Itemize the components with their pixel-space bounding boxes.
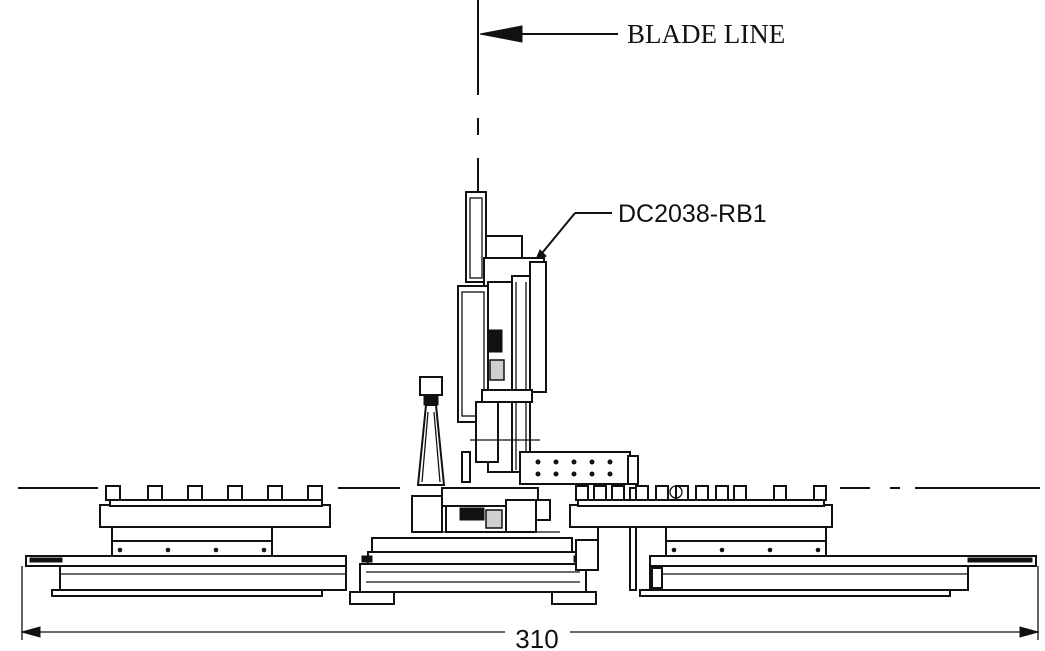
guard-plate <box>629 487 637 591</box>
vertical-column-assembly <box>457 191 547 473</box>
center-base-carriage <box>349 528 599 605</box>
left-table-clamps <box>105 485 323 501</box>
part-number-label: DC2038-RB1 <box>618 200 767 228</box>
overall-dimension <box>20 566 1040 640</box>
blade-line-label: BLADE LINE <box>627 19 785 49</box>
right-table-clamps <box>575 485 827 501</box>
blade-line-leader <box>479 25 618 43</box>
center-head-assembly <box>411 487 560 533</box>
perforated-cross-bar <box>461 451 639 485</box>
left-nozzle-tower <box>416 376 446 486</box>
left-rail <box>25 555 347 597</box>
part-number-leader <box>532 212 612 266</box>
dimension-label: 310 <box>515 624 558 651</box>
right-rail <box>639 555 1037 597</box>
